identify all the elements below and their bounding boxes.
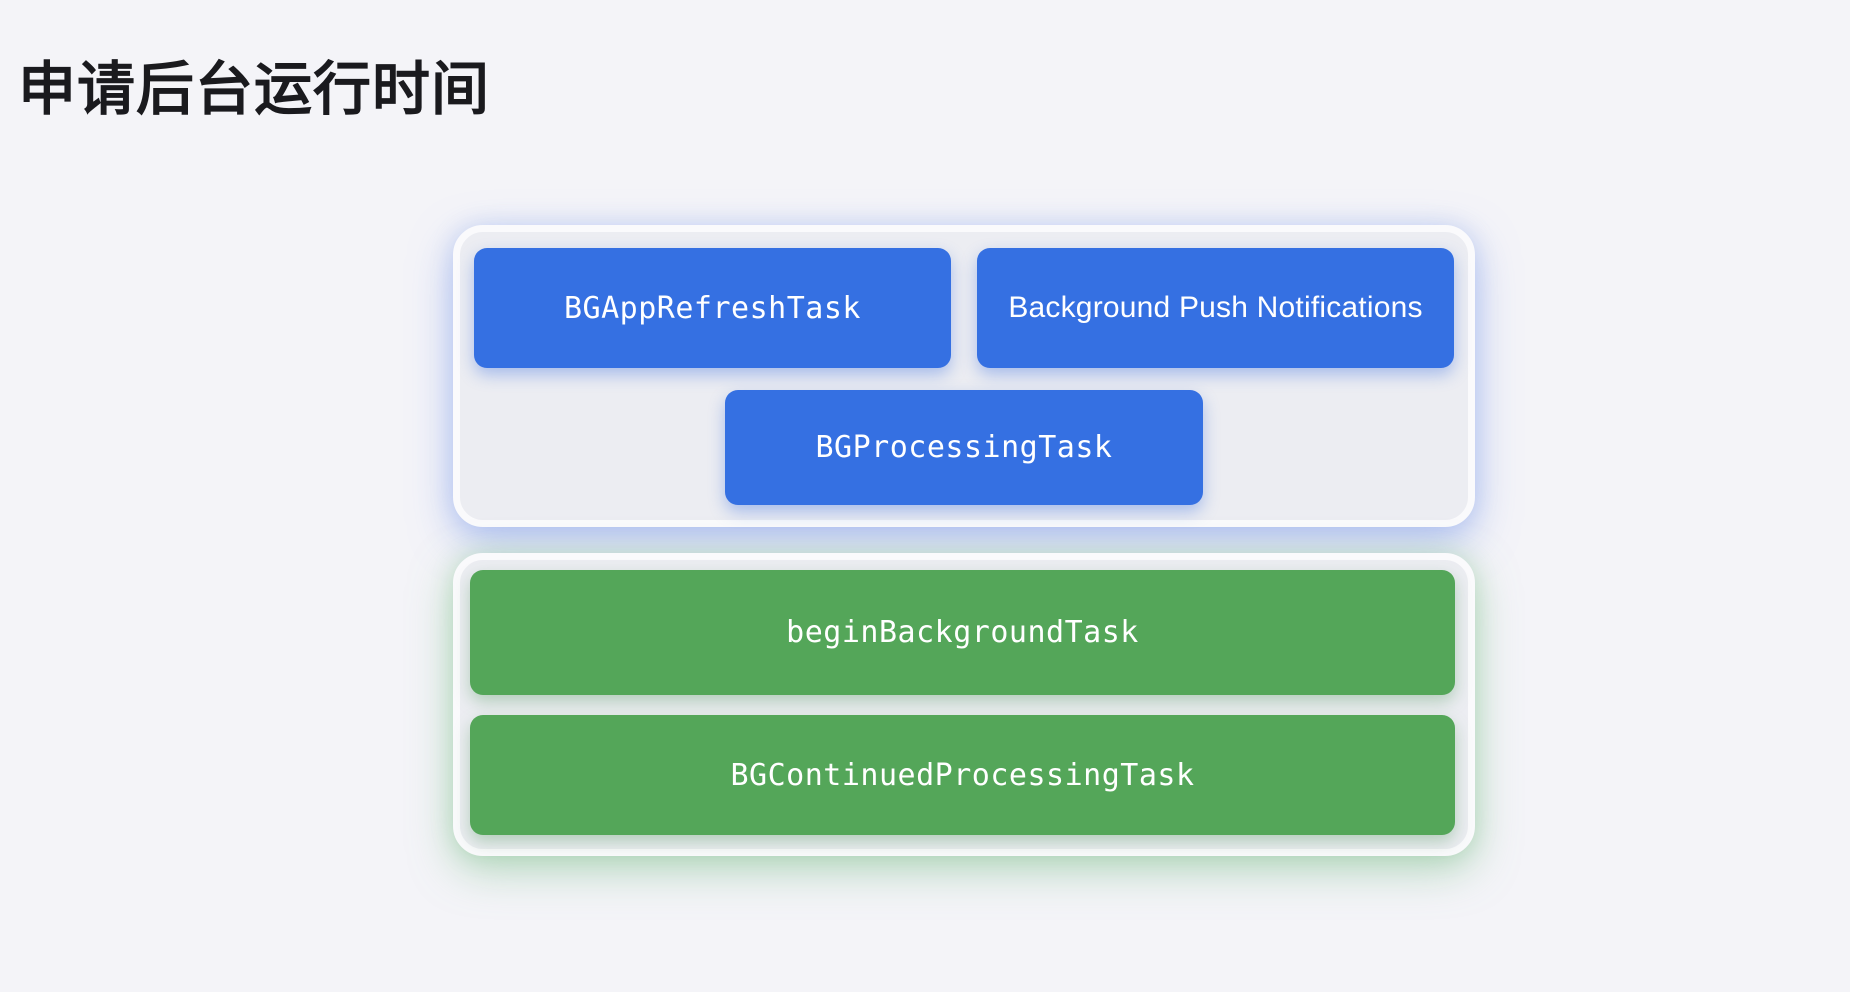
- page-title: 申请后台运行时间: [18, 56, 491, 122]
- bgapprefreshtask-box: BGAppRefreshTask: [474, 248, 951, 368]
- task-row-middle: BGProcessingTask: [474, 390, 1454, 505]
- background-push-notifications-box: Background Push Notifications: [977, 248, 1454, 368]
- task-row-top: BGAppRefreshTask Background Push Notific…: [474, 248, 1454, 368]
- bgcontinuedprocessingtask-box: BGContinuedProcessingTask: [470, 715, 1455, 835]
- continued-runtime-task-group: beginBackgroundTask BGContinuedProcessin…: [453, 553, 1475, 856]
- bgprocessingtask-box: BGProcessingTask: [725, 390, 1203, 505]
- beginbackgroundtask-box: beginBackgroundTask: [470, 570, 1455, 695]
- bg-framework-task-group: BGAppRefreshTask Background Push Notific…: [453, 225, 1475, 527]
